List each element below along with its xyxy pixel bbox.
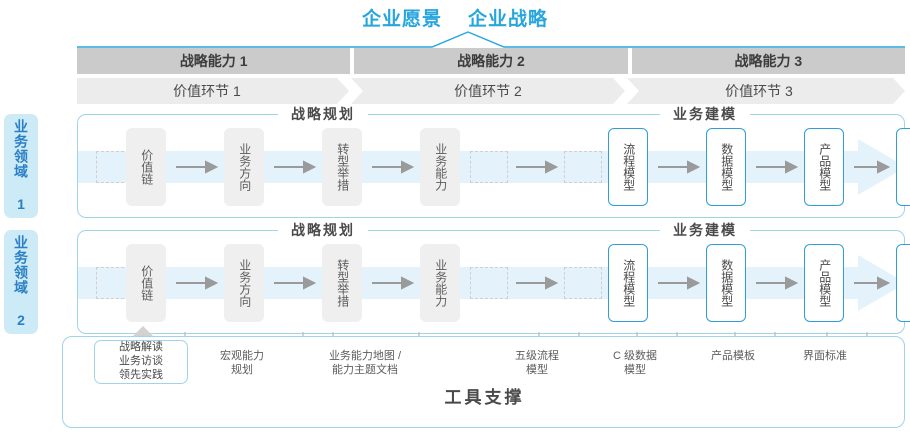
vision-title-row: 企业愿景 企业战略 [0, 4, 910, 31]
capability-cell-3: 战略能力 3 [631, 48, 905, 74]
flow-band-arrow-2 [78, 255, 904, 311]
node-data-model-2[interactable]: 数据模型 [706, 244, 746, 322]
node-value-chain-2[interactable]: 价值链 [126, 244, 166, 322]
section-caption-planning-2: 战略规划 [278, 222, 368, 238]
tool-note-line-1: 战略解读 [119, 341, 163, 354]
arrow-icon [756, 160, 799, 174]
vision-title-1: 企业愿景 [361, 9, 442, 30]
section-caption-modeling-1: 业务建模 [660, 106, 750, 122]
node-data-model-1[interactable]: 数据模型 [706, 128, 746, 206]
domain-row-1-inner [78, 115, 904, 217]
arrow-icon [372, 160, 415, 174]
strategic-capability-bar: 战略能力 1 战略能力 2 战略能力 3 [77, 48, 905, 74]
node-product-model-2[interactable]: 产品模型 [804, 244, 844, 322]
chevron-separator-1 [337, 78, 363, 104]
arrow-icon [372, 276, 415, 290]
chevron-end-cap [893, 78, 905, 104]
arrow-icon [854, 276, 891, 290]
node-transformation-measures-1[interactable]: 转型举措 [322, 128, 362, 206]
domain-row-2: 战略规划 业务建模 价值链 业务方向 转型举措 业务能力 流程模型 数据模型 产… [77, 222, 910, 334]
node-business-capability-1[interactable]: 业务能力 [420, 128, 460, 206]
tool-note-line-2: 业务访谈 [119, 355, 163, 368]
slot-placeholder [470, 151, 508, 183]
tool-note-strategy: 战略解读 业务访谈 领先实践 [94, 340, 188, 384]
node-transformation-measures-2[interactable]: 转型举措 [322, 244, 362, 322]
vision-title-2: 企业战略 [468, 9, 549, 30]
domain-row-1: 战略规划 业务建模 价值链 业务方向 转型举措 业务能力 流程模型 数据模型 产… [77, 106, 910, 218]
tool-label-data-model: C 级数据模型 [613, 350, 657, 376]
arrow-icon [274, 276, 317, 290]
tool-note-line-3: 领先实践 [119, 368, 163, 381]
value-link-bar: 价值环节 1 价值环节 2 价值环节 3 [77, 78, 905, 104]
arrow-icon [176, 276, 219, 290]
tool-label-ui-standard: 界面标准 [803, 350, 847, 362]
domain-label-1: 业务领域 1 [4, 114, 38, 218]
node-business-direction-1[interactable]: 业务方向 [224, 128, 264, 206]
tool-label-macro-capability: 宏观能力规划 [220, 350, 264, 376]
node-experience-model-2[interactable]: 体验模型 [896, 244, 910, 322]
domain-row-2-inner [78, 231, 904, 333]
section-caption-modeling-2: 业务建模 [660, 222, 750, 238]
tool-support-box: 工具支撑 [62, 336, 905, 428]
arrow-icon [854, 160, 891, 174]
vision-peak-connector [77, 31, 905, 48]
value-link-cell-2: 价值环节 2 [454, 83, 522, 99]
slot-placeholder [564, 151, 602, 183]
tool-label-product-template: 产品模板 [711, 350, 755, 362]
capability-cell-1: 战略能力 1 [77, 48, 351, 74]
node-business-capability-2[interactable]: 业务能力 [420, 244, 460, 322]
node-process-model-2[interactable]: 流程模型 [608, 244, 648, 322]
tool-label-process-model: 五级流程模型 [515, 350, 559, 376]
capability-cell-2: 战略能力 2 [354, 48, 628, 74]
value-link-cell-3: 价值环节 3 [725, 83, 793, 99]
tool-label-capability-map: 业务能力地图 /能力主题文档 [328, 350, 402, 376]
arrow-icon [176, 160, 219, 174]
domain-label-2: 业务领域 2 [4, 230, 38, 334]
arrow-icon [274, 160, 317, 174]
slot-placeholder [564, 267, 602, 299]
node-experience-model-1[interactable]: 体验模型 [896, 128, 910, 206]
section-caption-planning-1: 战略规划 [278, 106, 368, 122]
arrow-icon [658, 276, 701, 290]
node-value-chain-1[interactable]: 价值链 [126, 128, 166, 206]
arrow-icon [756, 276, 799, 290]
flow-band-arrow-1 [78, 139, 904, 195]
node-process-model-1[interactable]: 流程模型 [608, 128, 648, 206]
chevron-separator-2 [613, 78, 639, 104]
slot-placeholder [470, 267, 508, 299]
value-link-cell-1: 价值环节 1 [173, 83, 241, 99]
node-product-model-1[interactable]: 产品模型 [804, 128, 844, 206]
node-business-direction-2[interactable]: 业务方向 [224, 244, 264, 322]
arrow-icon [516, 276, 559, 290]
arrow-icon [516, 160, 559, 174]
tool-support-title: 工具支撑 [444, 388, 525, 407]
arrow-icon [658, 160, 701, 174]
